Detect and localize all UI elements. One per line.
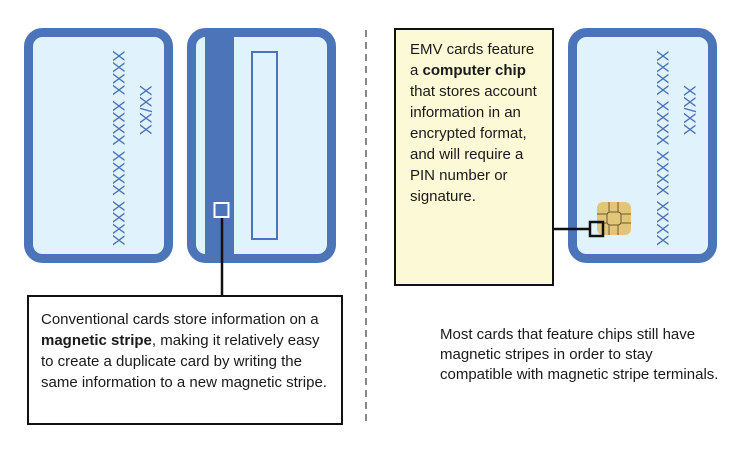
stripe-marker	[213, 202, 230, 218]
card-front: XXXX XXXX XXXX XXXX XX/XX	[24, 28, 173, 263]
chip-note: Most cards that feature chips still have…	[440, 326, 719, 383]
callout-text: , making it relatively easy to create a …	[41, 332, 327, 391]
signature-panel	[251, 51, 278, 240]
chip-callout: EMV cards feature a computer chip that s…	[394, 28, 554, 286]
magnetic-stripe	[205, 30, 234, 260]
callout-text: that stores account information in an en…	[410, 83, 537, 205]
callout-text: EMV cards feature a	[410, 41, 535, 79]
callout-bold: magnetic stripe	[41, 332, 152, 349]
magnetic-stripe-callout: Conventional cards store information on …	[27, 295, 343, 425]
card-number: XXXX XXXX XXXX XXXX	[109, 50, 128, 246]
emv-card-number: XXXX XXXX XXXX XXXX	[653, 50, 672, 246]
callout-text: Conventional cards store information on …	[41, 311, 319, 328]
card-expiry: XX/XX	[136, 85, 155, 135]
card-emv: XXXX XXXX XXXX XXXX XX/XX	[553, 28, 717, 263]
callout-bold: computer chip	[422, 62, 526, 79]
card-back-magstripe	[187, 28, 336, 296]
emv-card-expiry: XX/XX	[680, 85, 699, 135]
